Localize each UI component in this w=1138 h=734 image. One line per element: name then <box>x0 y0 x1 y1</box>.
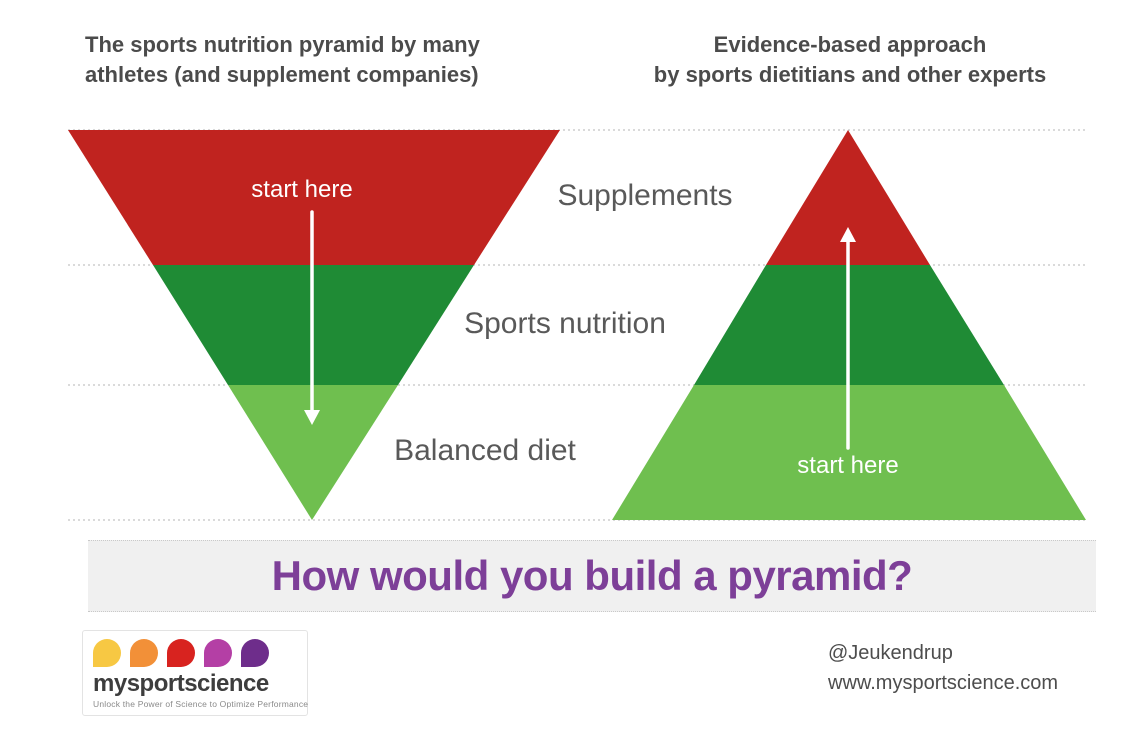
logo-brand-text: mysportscience <box>93 670 269 697</box>
left-header-line1: The sports nutrition pyramid by many <box>85 32 480 57</box>
logo-petal-yellow-icon <box>93 639 121 667</box>
right-header-line1: Evidence-based approach <box>713 32 987 57</box>
logo-petal-red-icon <box>167 639 195 667</box>
tier-label-balanced-diet: Balanced diet <box>394 434 576 467</box>
mysportscience-logo: mysportscience Unlock the Power of Scien… <box>82 630 308 716</box>
logo-petal-purple-icon <box>241 639 269 667</box>
author-handle: @Jeukendrup <box>828 642 953 664</box>
logo-petal-magenta-icon <box>204 639 232 667</box>
left-start-here-label: start here <box>251 176 353 203</box>
logo-petal-orange-icon <box>130 639 158 667</box>
right-pyramid-balanced-diet-tier <box>612 385 1086 520</box>
up-arrowhead-icon <box>840 227 856 242</box>
left-pyramid-balanced-diet-tier <box>228 385 398 520</box>
logo-tagline: Unlock the Power of Science to Optimize … <box>93 699 309 709</box>
tier-label-sports-nutrition: Sports nutrition <box>464 307 666 340</box>
website-url: www.mysportscience.com <box>828 672 1059 694</box>
down-arrowhead-icon <box>304 410 320 425</box>
logo-petals <box>93 639 297 667</box>
question-banner: How would you build a pyramid? <box>88 540 1096 612</box>
tier-label-supplements: Supplements <box>557 179 733 212</box>
right-pyramid-supplements-tier <box>766 130 930 265</box>
left-pyramid-header: The sports nutrition pyramid by many ath… <box>85 30 565 90</box>
right-start-here-label: start here <box>797 452 899 479</box>
left-header-line2: athletes (and supplement companies) <box>85 62 479 87</box>
right-header-line2: by sports dietitians and other experts <box>653 62 1047 87</box>
banner-question-text: How would you build a pyramid? <box>271 552 913 599</box>
left-pyramid-supplements-tier <box>68 130 560 265</box>
right-pyramid-header: Evidence-based approach by sports dietit… <box>615 30 1085 90</box>
